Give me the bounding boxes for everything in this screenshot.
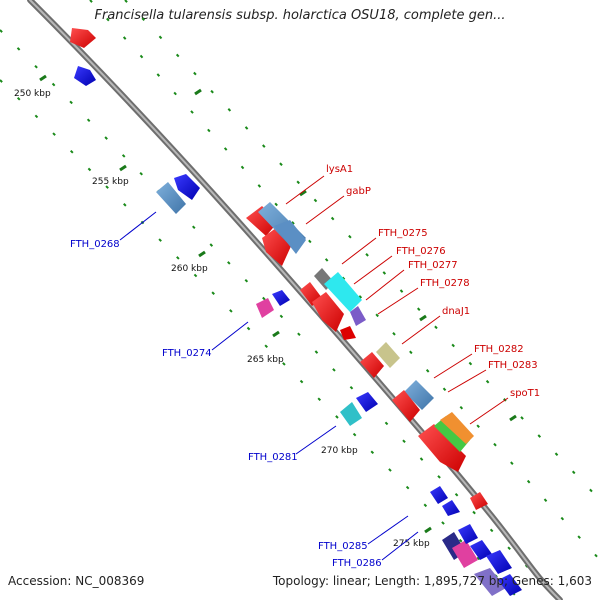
reverse-label-lines <box>119 211 419 561</box>
gene-feature-FTH_0283 <box>392 390 420 422</box>
gene-label-FTH_0278[interactable]: FTH_0278 <box>420 278 470 289</box>
scale-label-250: 250 kbp <box>14 89 51 99</box>
scale-label-265: 265 kbp <box>247 355 284 365</box>
gene-label-spoT1[interactable]: spoT1 <box>510 388 540 399</box>
gene-feature <box>74 66 96 86</box>
gene-label-FTH_0283[interactable]: FTH_0283 <box>488 360 538 371</box>
gene-label-gabP[interactable]: gabP <box>346 186 371 197</box>
gene-feature-FTH_0281 <box>340 402 362 426</box>
gene-label-FTH_0282[interactable]: FTH_0282 <box>474 344 524 355</box>
gene-label-FTH_0275[interactable]: FTH_0275 <box>378 228 428 239</box>
gene-label-dnaJ1[interactable]: dnaJ1 <box>442 306 470 317</box>
gene-feature-FTH_0285-b <box>442 500 460 516</box>
gene-feature-FTH_0282 <box>404 380 434 410</box>
gene-feature-lysA1 <box>246 206 278 236</box>
gene-label-lysA1[interactable]: lysA1 <box>326 164 353 175</box>
gene-feature-FTH_0285 <box>430 486 448 504</box>
gene-feature-g <box>498 574 522 596</box>
gene-feature-FTH_0286-b <box>452 540 478 568</box>
gene-label-FTH_0286[interactable]: FTH_0286 <box>332 558 382 569</box>
gene-feature-FTH_0278-b <box>312 292 344 332</box>
gene-feature <box>70 28 96 48</box>
gene-feature-dnaJ1-b <box>360 352 384 378</box>
gene-feature-e <box>486 550 512 574</box>
gene-feature-spoT1-a <box>434 416 470 452</box>
reverse-genes <box>74 66 522 596</box>
gene-feature-FTH_0274-b <box>272 290 290 306</box>
gene-label-FTH_0277[interactable]: FTH_0277 <box>408 260 458 271</box>
gene-label-FTH_0281[interactable]: FTH_0281 <box>248 452 298 463</box>
forward-label-lines <box>285 175 509 425</box>
scale-label-255: 255 kbp <box>92 177 129 187</box>
gene-feature-FTH_0277 <box>350 306 366 326</box>
genome-backbone <box>27 0 563 600</box>
gene-feature-FTH_0276 <box>324 272 362 312</box>
gene-feature-FTH_0274 <box>256 298 274 318</box>
gene-feature-FTH_0281-b <box>356 392 378 412</box>
gene-label-FTH_0285[interactable]: FTH_0285 <box>318 541 368 552</box>
genome-title: Francisella tularensis subsp. holarctica… <box>94 8 506 23</box>
gene-feature-FTH_0268 <box>156 182 186 214</box>
accession-text: Accession: NC_008369 <box>8 574 145 588</box>
gene-feature-f <box>474 568 506 596</box>
scale-label-260: 260 kbp <box>171 264 208 274</box>
gene-feature-spoT1-b <box>440 412 474 444</box>
gene-feature-FTH_0268-b <box>174 174 200 200</box>
gene-feature-gabP-b <box>274 220 306 254</box>
gene-feature-c <box>458 524 478 544</box>
gene-feature-d <box>470 540 492 560</box>
scale-label-270: 270 kbp <box>321 446 358 456</box>
gene-feature-small <box>340 326 356 340</box>
forward-genes <box>70 28 488 510</box>
gene-label-FTH_0268[interactable]: FTH_0268 <box>70 239 120 250</box>
gene-feature-small-b <box>470 492 488 510</box>
scale-label-275: 275 kbp <box>393 539 430 549</box>
gene-label-FTH_0276[interactable]: FTH_0276 <box>396 246 446 257</box>
gene-feature-dnaJ1 <box>376 342 400 368</box>
topology-text: Topology: linear; Length: 1,895,727 bp; … <box>272 574 592 588</box>
gene-feature-FTH_0283-b <box>418 424 466 472</box>
gene-label-FTH_0274[interactable]: FTH_0274 <box>162 348 212 359</box>
